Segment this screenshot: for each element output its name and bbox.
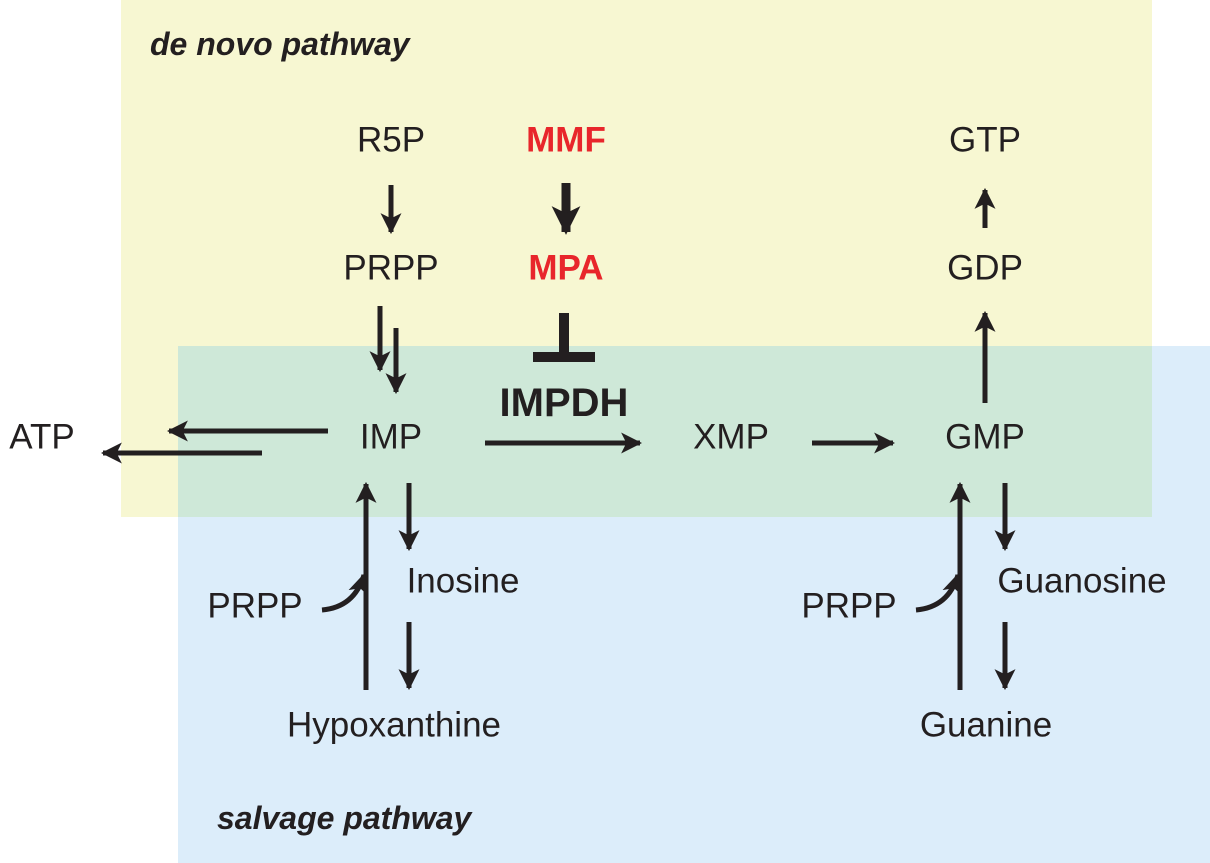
node-prpp-right: PRPP	[801, 586, 897, 626]
node-prpp-top: PRPP	[343, 248, 439, 288]
node-r5p: R5P	[356, 120, 426, 160]
de-novo-pathway-title: de novo pathway	[150, 26, 410, 62]
node-mmf: MMF	[526, 120, 606, 160]
node-hypoxanthine: Hypoxanthine	[286, 705, 502, 745]
arrow-prpp-right-cofactor	[915, 572, 963, 613]
node-imp: IMP	[359, 417, 423, 457]
arrow-prpp-left-cofactor	[321, 572, 369, 613]
node-gdp: GDP	[947, 248, 1023, 288]
node-gmp: GMP	[945, 417, 1025, 457]
salvage-pathway-title: salvage pathway	[217, 800, 472, 836]
node-prpp-left: PRPP	[207, 586, 303, 626]
node-xmp: XMP	[693, 417, 769, 457]
enzyme-impdh: IMPDH	[499, 381, 629, 425]
node-guanosine: Guanosine	[997, 561, 1167, 601]
node-atp: ATP	[9, 417, 75, 457]
pathway-overlap-region	[178, 346, 1152, 517]
node-guanine: Guanine	[919, 705, 1053, 745]
node-mpa: MPA	[528, 248, 604, 288]
node-gtp: GTP	[949, 120, 1021, 160]
node-inosine: Inosine	[406, 561, 520, 601]
